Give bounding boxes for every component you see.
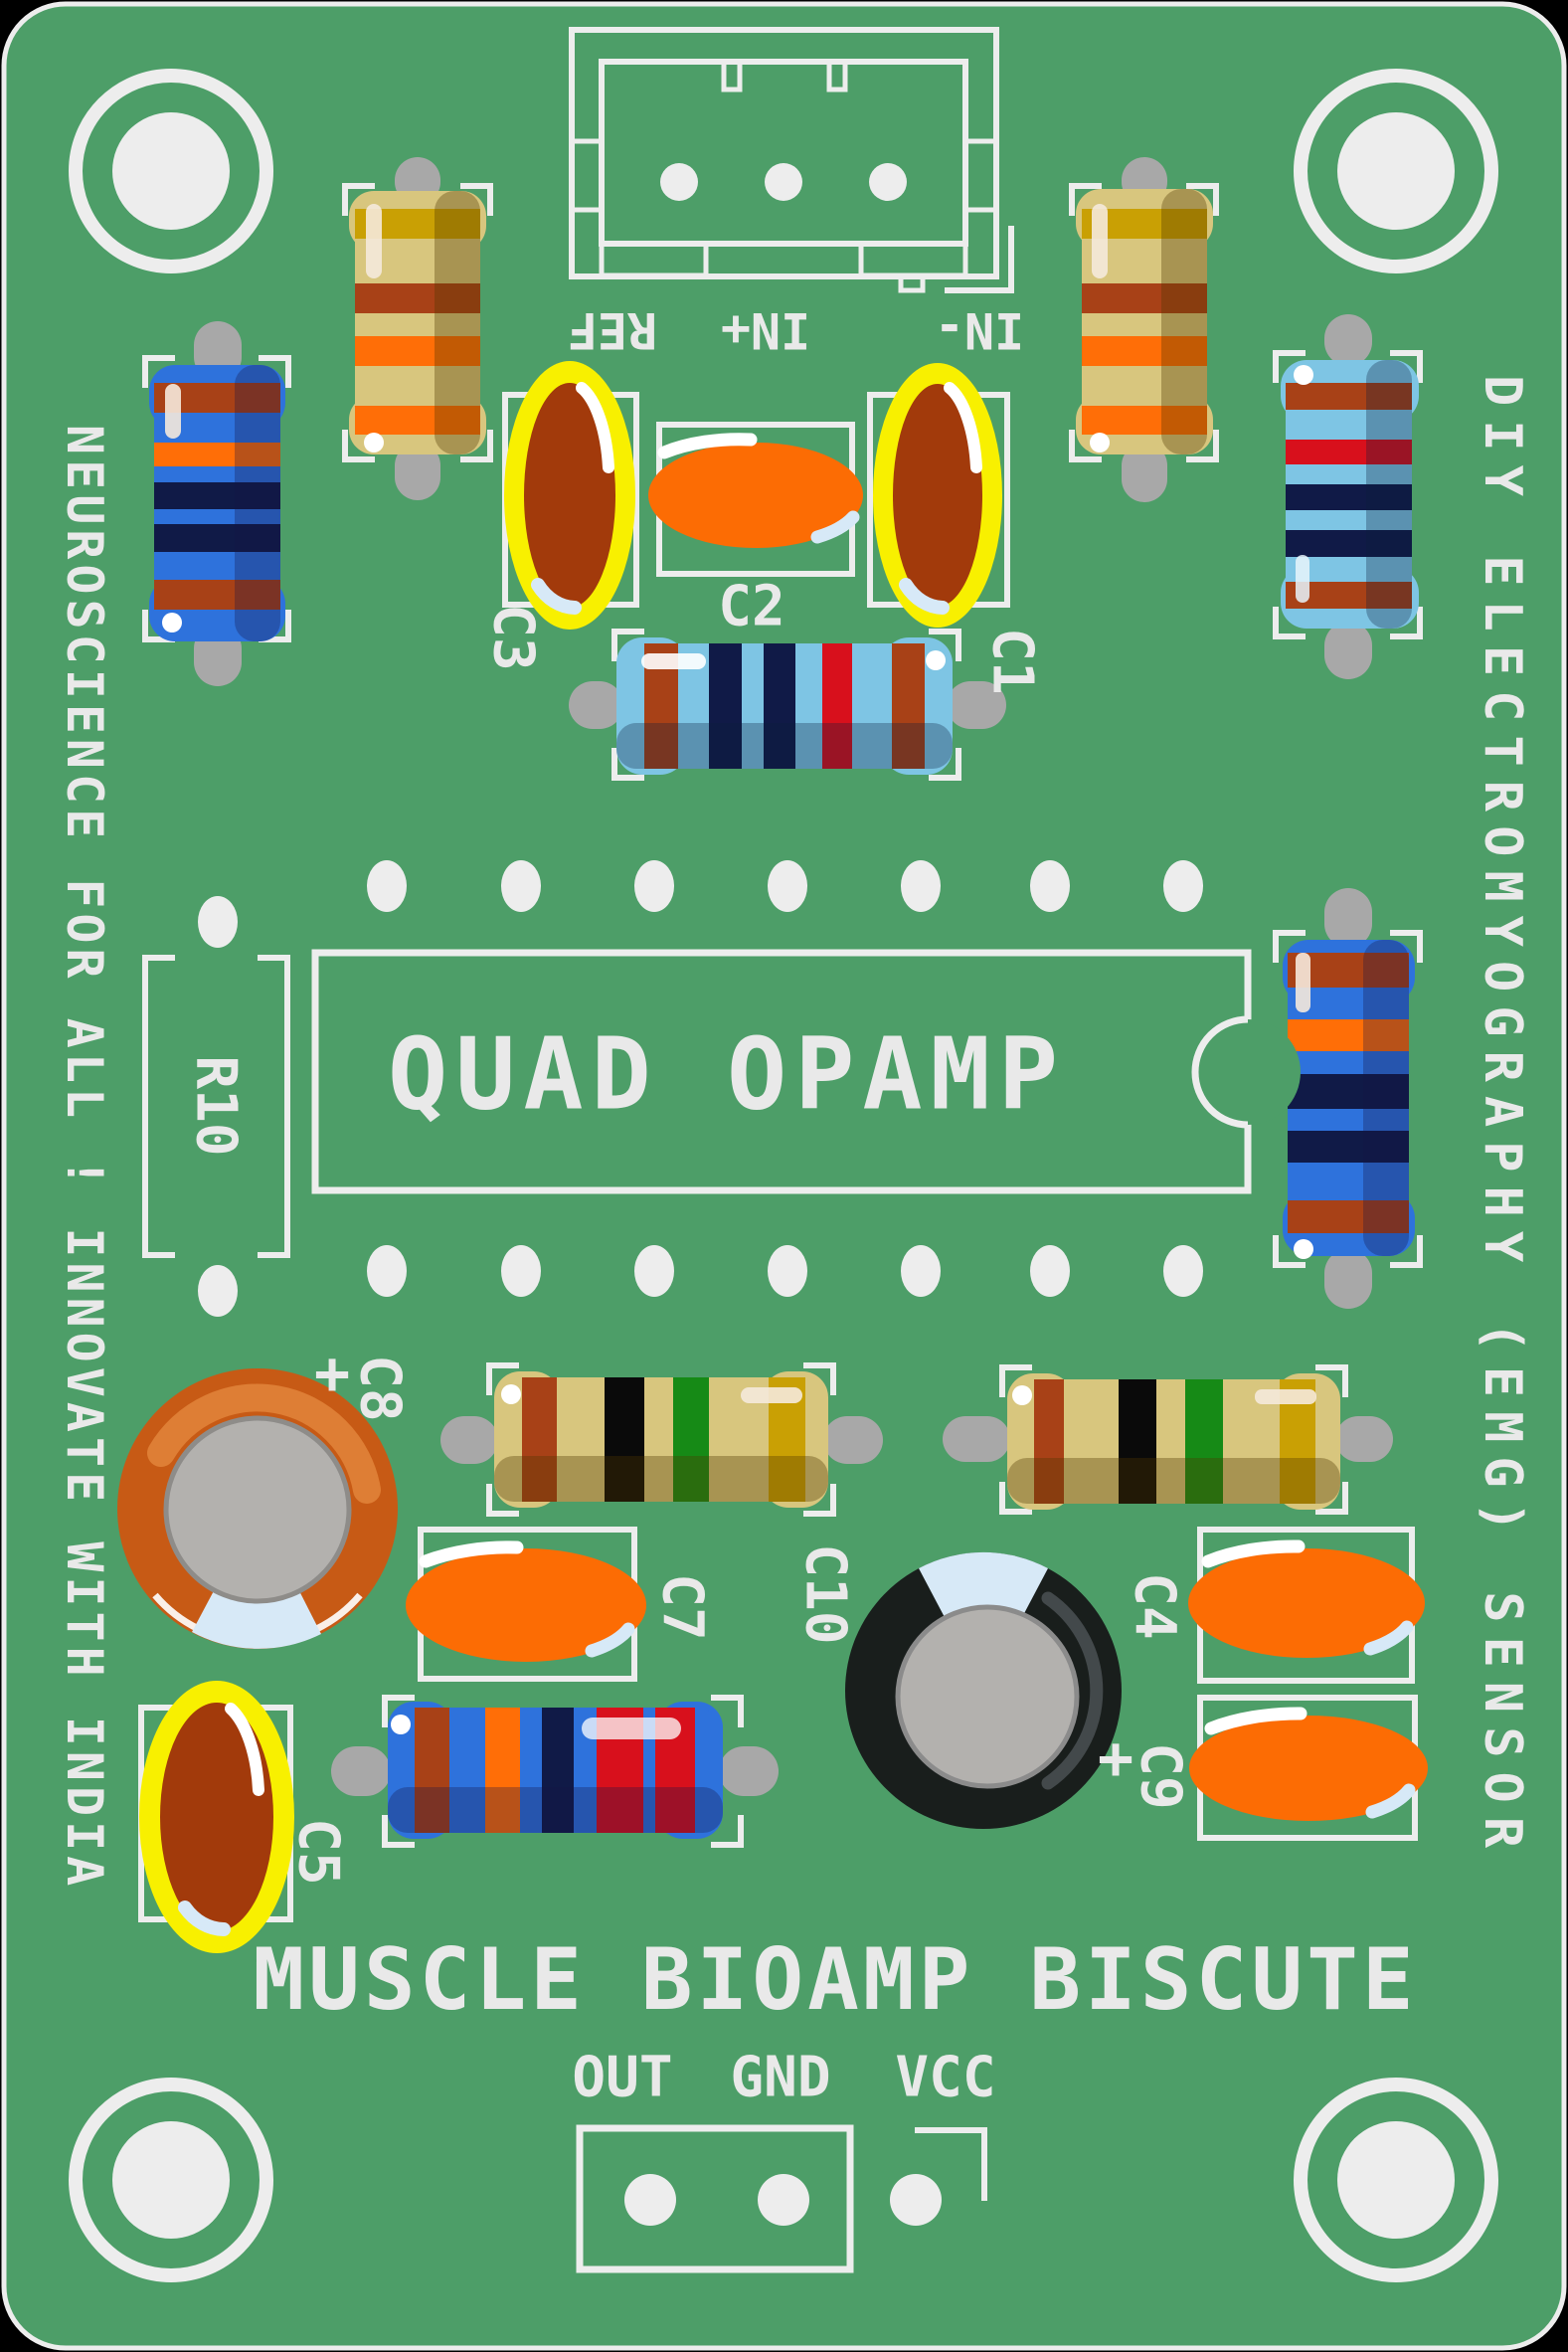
board-title: MUSCLE BIOAMP BISCUTE xyxy=(253,1930,1417,2030)
c8-polarity-plus: + xyxy=(314,1339,350,1408)
pin-label-in-plus: IN+ xyxy=(721,301,810,359)
pad-out xyxy=(624,2174,676,2226)
connector-pin-mark xyxy=(826,59,848,92)
capacitor-c9: C9 xyxy=(1129,1695,1428,1841)
pin-label-in-minus: IN- xyxy=(935,301,1024,359)
pin1-corner-mark xyxy=(945,226,1014,293)
c10-polarity-plus: + xyxy=(1098,1723,1133,1793)
pad-vcc xyxy=(890,2174,942,2226)
resistor-horizontal-right-tan xyxy=(943,1364,1393,1515)
pin-label-ref: REF xyxy=(568,301,657,359)
pin-label-gnd: GND xyxy=(730,2046,830,2110)
label-r10: R10 xyxy=(184,1055,249,1156)
ic-notch xyxy=(1191,1015,1249,1129)
connector-outline xyxy=(569,27,999,279)
left-slogan-text: NEUROSCIENCE FOR ALL ! INNOVATE WITH IND… xyxy=(56,425,113,1891)
label-c7: C7 xyxy=(650,1573,715,1640)
right-slogan-text: DIY ELECTROMYOGRAPHY (EMG) SENSOR xyxy=(1473,375,1532,1862)
input-connector: REF IN+ IN- xyxy=(568,27,1024,359)
connector-outline xyxy=(576,2124,854,2273)
capacitor-c2: C2 xyxy=(648,422,863,639)
resistor-horizontal-center xyxy=(569,629,1006,781)
label-c9: C9 xyxy=(1129,1742,1193,1809)
mounting-hole-top-right xyxy=(1294,69,1498,273)
output-connector: OUT GND VCC xyxy=(572,2046,996,2273)
label-c8: C8 xyxy=(348,1355,413,1421)
pad-gnd xyxy=(758,2174,809,2226)
label-c3: C3 xyxy=(481,604,546,670)
resistor-vertical-left-blue xyxy=(142,321,291,686)
resistor-horizontal-left-tan xyxy=(440,1362,883,1517)
connector-pin-mark xyxy=(721,59,743,92)
mounting-hole-top-left xyxy=(69,69,273,273)
mounting-hole-bottom-left xyxy=(69,2078,273,2282)
capacitor-c10: C10 + xyxy=(793,1543,1133,1829)
mounting-hole-bottom-right xyxy=(1294,2078,1498,2282)
label-c1: C1 xyxy=(980,628,1045,694)
pad-ref xyxy=(660,163,698,201)
capacitor-c8: + C8 xyxy=(117,1339,413,1649)
capacitor-c4: C4 xyxy=(1123,1527,1425,1684)
label-c5: C5 xyxy=(286,1818,351,1885)
resistor-vertical-right-blue xyxy=(1273,888,1423,1309)
capacitor-c7: C7 xyxy=(406,1527,715,1682)
ic-quad-opamp: QUAD OPAMP xyxy=(311,949,1301,1194)
ic-pad-rows xyxy=(198,860,1203,1317)
capacitor-c3: C3 xyxy=(481,361,639,671)
pin-label-vcc: VCC xyxy=(895,2046,995,2110)
pad-in-minus xyxy=(869,163,907,201)
resistor-horizontal-bottom-blue xyxy=(331,1695,779,1848)
capacitor-c1: C1 xyxy=(867,363,1045,695)
pad-in-plus xyxy=(765,163,802,201)
resistor-r10-footprint: R10 xyxy=(142,955,290,1258)
ic-label: QUAD OPAMP xyxy=(388,1016,1066,1133)
label-c4: C4 xyxy=(1123,1572,1187,1639)
resistor-vertical-right-tan xyxy=(1069,157,1219,502)
resistor-vertical-right-lightblue xyxy=(1273,314,1423,679)
r10-pad-bottom xyxy=(198,1265,238,1317)
pin-label-out: OUT xyxy=(572,2046,672,2110)
label-c10: C10 xyxy=(793,1543,858,1644)
connector-body-outline xyxy=(599,59,968,247)
label-c2: C2 xyxy=(718,575,784,639)
r10-pad-top xyxy=(198,896,238,948)
vcc-corner-mark xyxy=(915,2127,987,2201)
capacitor-c5: C5 xyxy=(138,1681,351,1953)
resistor-vertical-left-tan xyxy=(342,157,493,500)
